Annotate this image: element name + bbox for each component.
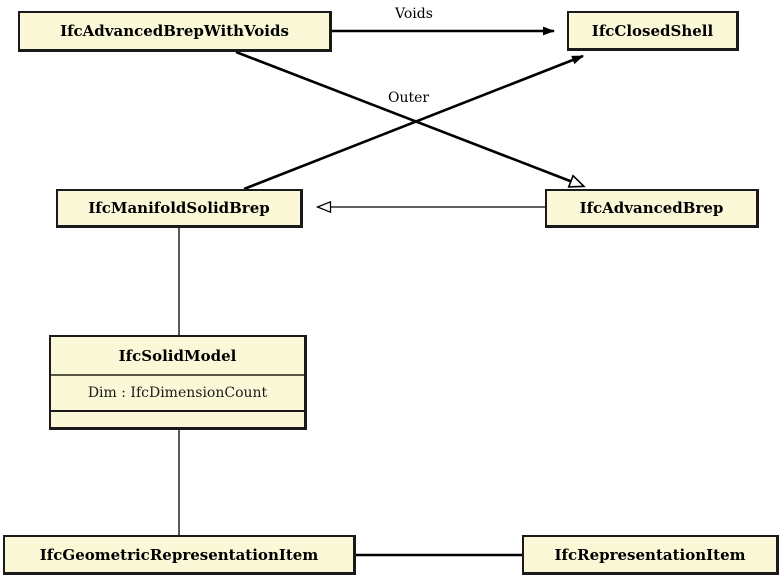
edge-outer <box>243 54 584 191</box>
class-box-ifc-geometric-representation-item[interactable]: IfcGeometricRepresentationItem <box>3 535 356 575</box>
class-operations-compartment <box>51 410 304 427</box>
class-title: IfcManifoldSolidBrep <box>88 199 270 217</box>
class-attribute: Dim : IfcDimensionCount <box>51 374 304 410</box>
class-box-ifc-solid-model[interactable]: IfcSolidModel Dim : IfcDimensionCount <box>49 335 307 430</box>
edge-label-voids: Voids <box>395 6 433 22</box>
edge-label-outer: Outer <box>388 90 430 106</box>
class-title: IfcAdvancedBrepWithVoids <box>60 22 289 40</box>
class-box-ifc-advanced-brep-with-voids[interactable]: IfcAdvancedBrepWithVoids <box>18 11 332 52</box>
class-box-ifc-closed-shell[interactable]: IfcClosedShell <box>567 11 739 51</box>
class-title: IfcRepresentationItem <box>554 545 746 564</box>
class-title: IfcGeometricRepresentationItem <box>39 545 319 564</box>
edge-advanced-brep-with-voids-generalization <box>235 50 583 186</box>
class-title: IfcSolidModel <box>118 346 237 365</box>
class-title: IfcClosedShell <box>591 21 714 40</box>
class-title: IfcAdvancedBrep <box>579 199 724 217</box>
class-box-ifc-manifold-solid-brep[interactable]: IfcManifoldSolidBrep <box>56 189 303 228</box>
class-box-ifc-representation-item[interactable]: IfcRepresentationItem <box>522 535 779 575</box>
class-box-ifc-advanced-brep[interactable]: IfcAdvancedBrep <box>545 189 759 228</box>
